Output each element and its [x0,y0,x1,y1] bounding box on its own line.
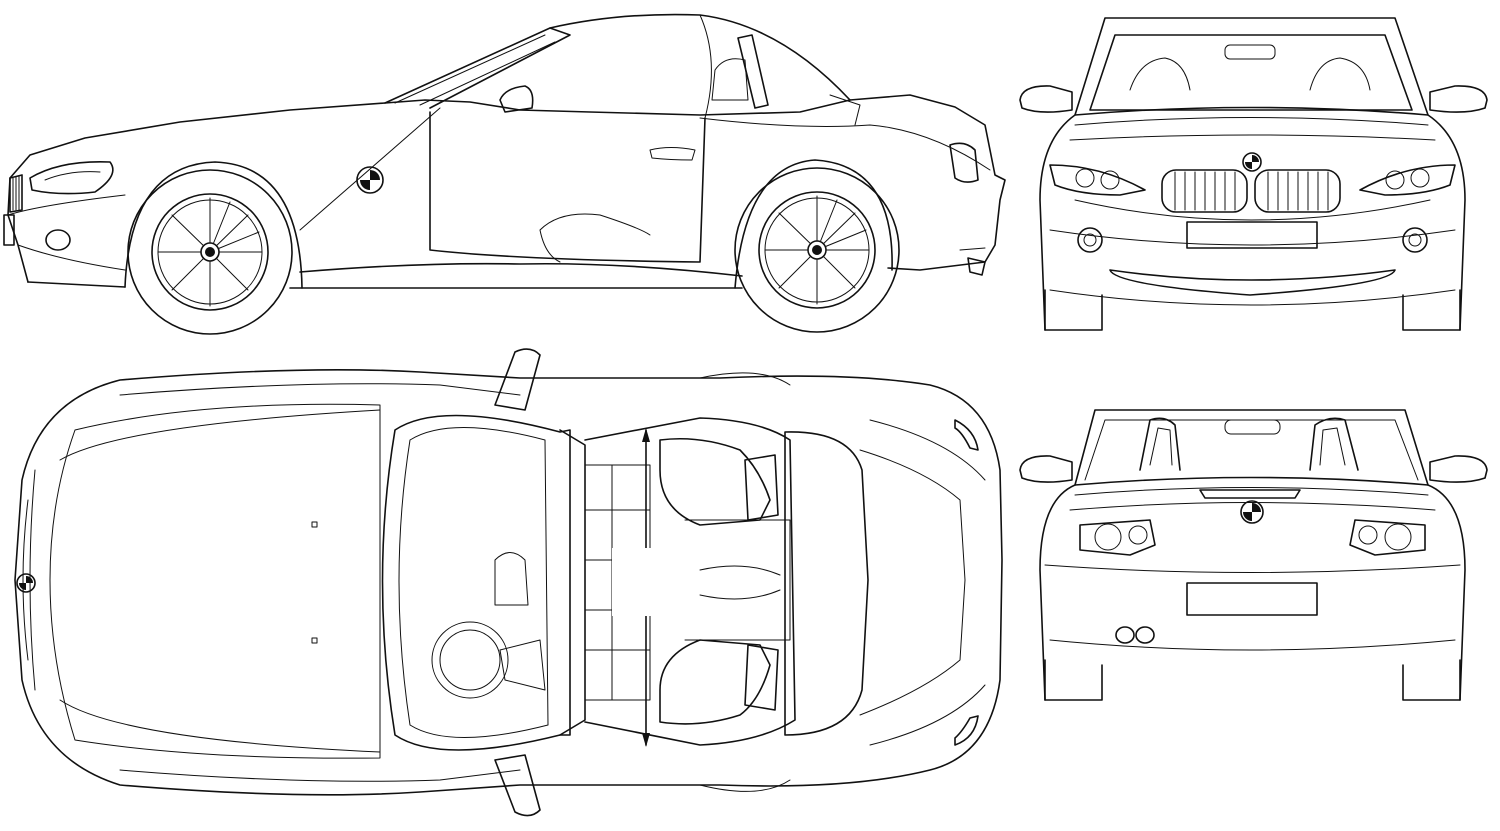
front-body-outline [1039,106,1466,331]
rear-plate [1186,582,1318,616]
side-rear-rim [758,191,876,309]
front-tire-left [1044,289,1103,331]
top-center-console [612,548,682,616]
side-view [3,13,1006,335]
front-rear-mirror [1224,44,1276,60]
front-view [1019,17,1488,331]
top-hood [49,403,381,759]
side-taillight [949,142,979,183]
front-air-intake [1109,269,1396,296]
side-foglight [45,229,71,251]
rear-tire-right [1402,659,1461,701]
front-tire-right [1402,289,1461,331]
top-seat-upper [659,437,771,526]
side-front-arch [124,161,303,289]
rear-brake-light [1199,489,1301,499]
side-front-tire [127,169,293,335]
top-windshield [381,414,571,751]
front-mirror-left [1019,85,1073,113]
rear-mirror-right [1429,455,1488,483]
rear-view [1019,409,1488,701]
rear-windscreen-frame [1074,409,1429,486]
side-body-outline [7,94,1006,283]
front-grille-right [1254,169,1341,213]
front-seat-right [1309,57,1371,91]
top-seat-lower [659,639,771,725]
rear-mirror-inside [1224,419,1281,435]
top-view [14,348,1003,817]
rear-exhaust-left [1115,626,1135,644]
front-foglight-right [1402,227,1428,253]
side-headlight [29,161,114,195]
front-foglight-left [1077,227,1103,253]
rear-tire-left [1044,659,1103,701]
side-rear-arch [734,159,893,289]
rear-rollbar-left [1139,417,1181,471]
front-seat-left [1129,57,1191,91]
top-front-emblem [16,573,36,593]
front-headlight-right [1359,164,1456,196]
side-rear-diffuser [967,257,986,276]
rear-taillight-right [1349,519,1426,556]
side-door [429,111,706,263]
rear-mirror-left [1019,455,1073,483]
side-front-lip [27,281,126,288]
side-windshield [384,27,571,109]
top-windshield-frame [559,429,586,736]
side-rollbar [737,34,769,109]
front-grille-slats [1174,171,1329,211]
rear-rollbar-right [1309,417,1359,471]
top-body-outline [14,368,1003,796]
side-grille [9,174,23,213]
side-mirror [499,85,534,113]
front-grille-left [1161,169,1248,213]
side-rear-spokes [764,195,870,305]
top-headrest-upper [744,454,779,521]
front-windshield-glass [1089,34,1413,111]
side-soft-top [549,13,851,101]
top-cockpit [584,417,796,746]
front-windshield-frame [1074,17,1429,116]
top-headrest-lower [744,644,779,711]
rear-exhaust-right [1135,626,1155,644]
side-rear-tire [734,167,900,333]
top-washer-jet-2 [311,637,318,644]
side-front-plate [3,214,15,246]
rear-emblem [1240,500,1264,524]
rear-body-outline [1039,476,1466,701]
rear-taillight-left [1079,519,1156,556]
top-steering-wheel [431,621,509,699]
top-taillight-lower [954,715,979,746]
top-taillight-upper [954,419,979,451]
top-rear-deck [784,431,869,736]
top-steering-column [499,639,546,691]
side-front-rim [151,193,269,311]
front-headlight-left [1049,164,1146,196]
top-mirror-upper [494,348,541,411]
front-mirror-right [1429,85,1488,113]
front-plate [1186,221,1318,249]
side-rocker-line [289,262,743,289]
front-emblem [1242,152,1262,172]
top-mirror-lower [494,754,541,817]
side-front-spokes [157,197,263,307]
top-washer-jet-1 [311,521,318,528]
